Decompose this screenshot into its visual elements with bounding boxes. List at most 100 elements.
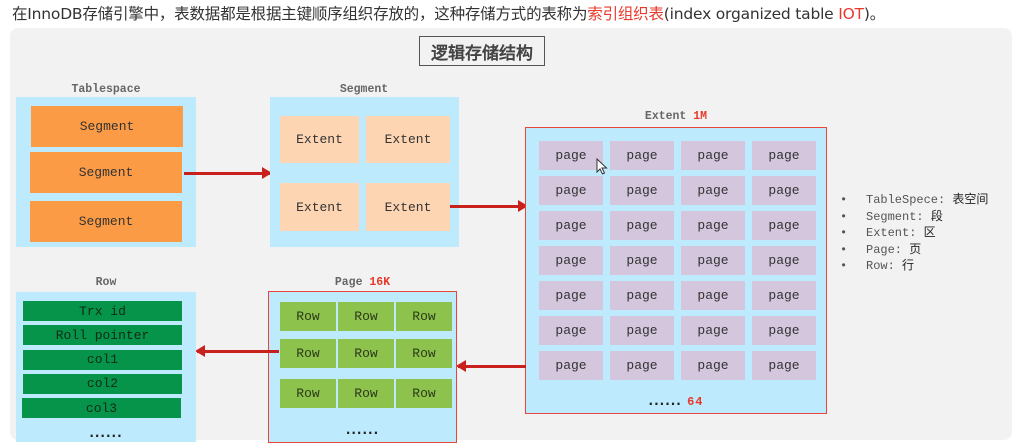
bullet-icon: • bbox=[840, 259, 848, 273]
legend-term: Segment: bbox=[866, 209, 924, 224]
extent-page-cell: page bbox=[681, 176, 745, 205]
page-caption: Page 16K bbox=[268, 276, 457, 289]
extent-page-cell: page bbox=[752, 351, 816, 380]
segment-extent: Extent bbox=[280, 116, 359, 163]
legend-term: TableSpece: bbox=[866, 193, 946, 207]
page-row-cell: Row bbox=[338, 339, 394, 368]
intro-before: 在InnoDB存储引擎中，表数据都是根据主键顺序组织存放的，这种存储方式的表称为 bbox=[12, 5, 588, 23]
diagram-title: 逻辑存储结构 bbox=[419, 36, 545, 66]
legend-meaning: 段 bbox=[930, 208, 943, 223]
page-row-cell: Row bbox=[338, 302, 394, 331]
tablespace-segment: Segment bbox=[30, 201, 182, 242]
page-row-cell: Row bbox=[280, 302, 336, 331]
extent-page-cell: page bbox=[681, 281, 745, 310]
row-field: col2 bbox=[23, 373, 182, 394]
extent-page-cell: page bbox=[610, 141, 674, 170]
segment-container: Extent Extent Extent Extent bbox=[270, 97, 459, 247]
page-row-cell: Row bbox=[338, 379, 394, 408]
page-ellipsis: ...... bbox=[345, 423, 380, 437]
page-size: 16K bbox=[369, 276, 391, 289]
extent-page-cell: page bbox=[681, 246, 745, 275]
extent-page-count: 64 bbox=[687, 395, 704, 409]
extent-page-cell: page bbox=[681, 211, 745, 240]
extent-page-cell: page bbox=[539, 281, 603, 310]
extent-page-cell: page bbox=[752, 316, 816, 345]
extent-more: ...... 64 bbox=[526, 394, 826, 409]
extent-page-cell: page bbox=[539, 211, 603, 240]
legend-item: • Segment: 段 bbox=[840, 209, 988, 226]
intro-middle: (index organized table bbox=[663, 5, 839, 23]
row-container: Trx id Roll pointer col1 col2 col3 ...... bbox=[16, 292, 196, 442]
extent-page-cell: page bbox=[610, 316, 674, 345]
row-field: Roll pointer bbox=[23, 325, 182, 346]
page-row-cell: Row bbox=[280, 339, 336, 368]
segment-caption: Segment bbox=[339, 83, 389, 96]
segment-extent: Extent bbox=[366, 183, 450, 231]
extent-page-cell: page bbox=[539, 246, 603, 275]
row-field: col3 bbox=[22, 398, 181, 419]
row-field: Trx id bbox=[23, 301, 182, 321]
row-ellipsis: ...... bbox=[89, 426, 123, 440]
extent-page-cell: page bbox=[752, 246, 816, 275]
tablespace-container: Segment Segment Segment bbox=[16, 97, 196, 247]
legend-item: • TableSpece: 表空间 bbox=[840, 192, 988, 209]
extent-page-cell: page bbox=[610, 211, 674, 240]
legend-item: • Page: 页 bbox=[840, 242, 988, 259]
arrow-extent-to-page bbox=[456, 360, 526, 372]
bullet-icon: • bbox=[840, 242, 848, 257]
bullet-icon: • bbox=[840, 193, 848, 207]
legend-meaning: 表空间 bbox=[952, 192, 989, 206]
legend-term: Row: bbox=[866, 259, 895, 273]
extent-page-cell: page bbox=[752, 176, 816, 205]
page-row-cell: Row bbox=[280, 379, 336, 408]
bullet-icon: • bbox=[840, 209, 848, 224]
legend-item: • Row: 行 bbox=[840, 258, 988, 275]
intro-after: )。 bbox=[863, 5, 886, 23]
extent-size: 1M bbox=[693, 110, 708, 123]
extent-page-cell: page bbox=[752, 281, 816, 310]
arrow-tablespace-to-segment bbox=[184, 167, 272, 179]
extent-page-cell: page bbox=[539, 176, 603, 205]
arrow-page-to-row bbox=[195, 345, 279, 357]
extent-page-cell: page bbox=[610, 176, 674, 205]
extent-page-cell: page bbox=[610, 281, 674, 310]
extent-page-cell: page bbox=[681, 141, 745, 170]
row-caption: Row bbox=[95, 276, 117, 289]
intro-highlight-iot: IOT bbox=[838, 5, 864, 23]
tablespace-segment: Segment bbox=[30, 152, 182, 193]
extent-page-cell: page bbox=[539, 351, 603, 380]
page-caption-label: Page bbox=[334, 276, 363, 289]
legend: •TableSpece: 表空间 •Segment: 段 •Extent: 区 … bbox=[840, 192, 988, 275]
page-row-cell: Row bbox=[396, 302, 452, 331]
extent-page-cell: page bbox=[681, 351, 745, 380]
page-row-cell: Row bbox=[396, 379, 452, 408]
legend-meaning: 页 bbox=[909, 241, 922, 256]
intro-text: 在InnoDB存储引擎中，表数据都是根据主键顺序组织存放的，这种存储方式的表称为… bbox=[12, 2, 885, 24]
extent-caption: Extent 1M bbox=[525, 110, 827, 123]
legend-meaning: 行 bbox=[902, 258, 915, 272]
bullet-icon: • bbox=[840, 226, 848, 240]
extent-page-cell: page bbox=[539, 316, 603, 345]
legend-term: Extent: bbox=[866, 226, 917, 240]
intro-highlight-iot-cn: 索引组织表 bbox=[587, 5, 664, 23]
tablespace-segment: Segment bbox=[31, 106, 183, 147]
extent-caption-label: Extent bbox=[644, 110, 687, 123]
extent-page-cell: page bbox=[610, 246, 674, 275]
legend-item: • Extent: 区 bbox=[840, 225, 988, 242]
extent-page-cell: page bbox=[610, 351, 674, 380]
segment-extent: Extent bbox=[280, 183, 359, 231]
extent-page-cell: page bbox=[681, 316, 745, 345]
page-row-cell: Row bbox=[396, 339, 452, 368]
extent-ellipsis: ...... bbox=[648, 394, 682, 408]
legend-meaning: 区 bbox=[923, 225, 936, 239]
extent-page-cell: page bbox=[752, 141, 816, 170]
extent-page-cell: page bbox=[539, 141, 603, 170]
legend-term: Page: bbox=[866, 242, 903, 257]
extent-page-cell: page bbox=[752, 211, 816, 240]
row-field: col1 bbox=[23, 349, 182, 370]
arrow-segment-to-extent bbox=[450, 200, 528, 212]
segment-extent: Extent bbox=[366, 116, 450, 163]
tablespace-caption: Tablespace bbox=[71, 83, 141, 96]
